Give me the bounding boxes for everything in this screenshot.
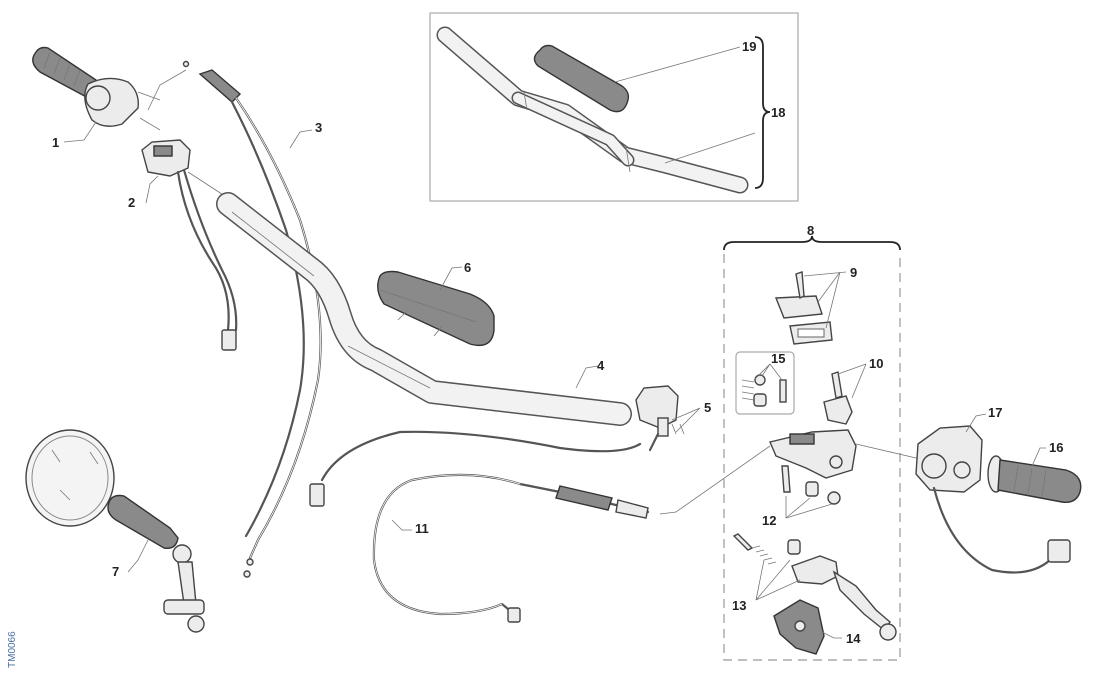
lever-cover (773, 599, 825, 655)
master-cylinder-group: 8 9 15 10 (723, 223, 931, 661)
leader-10 (837, 363, 867, 399)
clutch-cable (372, 445, 771, 623)
leader-15 (753, 363, 783, 381)
callout-15: 15 (771, 351, 785, 366)
callout-12: 12 (762, 513, 776, 528)
figure-reference: TM0066 (7, 631, 18, 668)
assembly-guide-2 (139, 117, 229, 199)
leader-16 (1031, 447, 1046, 467)
callout-3: 3 (315, 120, 322, 135)
group-8-boundary (723, 254, 901, 661)
leader-6 (439, 266, 463, 291)
inset-handlebar-assembly: 19 18 (429, 12, 799, 202)
leader-7 (127, 539, 149, 573)
callout-2: 2 (128, 195, 135, 210)
throttle-cable (147, 60, 322, 578)
callout-8: 8 (807, 223, 814, 238)
valve-kit (741, 374, 787, 407)
leader-11 (391, 519, 412, 531)
callout-13: 13 (732, 598, 746, 613)
reservoir-cap (774, 271, 833, 345)
inset-grip (533, 44, 630, 113)
leader-12 (785, 496, 833, 519)
callout-18: 18 (771, 105, 785, 120)
leader-4 (575, 365, 599, 389)
master-cylinder-clamp (823, 371, 853, 425)
main-handlebar (216, 192, 632, 426)
callout-9: 9 (850, 265, 857, 280)
leader-17 (965, 413, 987, 433)
leader-3 (289, 129, 313, 149)
callout-1: 1 (52, 135, 59, 150)
leader-9 (803, 271, 847, 329)
left-switch-housing (141, 139, 238, 351)
pivot-hardware (781, 465, 841, 505)
inset-15 (735, 351, 795, 415)
master-cylinder-body (769, 429, 931, 479)
throttle-grip-assembly (32, 46, 161, 127)
inset-handlebar (436, 26, 749, 194)
leader-2 (145, 175, 159, 204)
mirror-assembly (25, 429, 205, 633)
leader-14 (821, 631, 842, 639)
callout-7: 7 (112, 564, 119, 579)
leader-18 (664, 132, 756, 164)
leader-19 (614, 46, 741, 83)
callout-14: 14 (846, 631, 861, 646)
callout-4: 4 (597, 358, 605, 373)
callout-5: 5 (704, 400, 711, 415)
right-grip (987, 455, 1082, 503)
callout-10: 10 (869, 356, 883, 371)
handlebar-pad (377, 270, 495, 347)
callout-17: 17 (988, 405, 1002, 420)
callout-16: 16 (1049, 440, 1063, 455)
brace-8 (723, 235, 901, 251)
callout-19: 19 (742, 39, 756, 54)
callout-11: 11 (415, 521, 429, 536)
inset-frame (429, 12, 799, 202)
leader-1 (63, 121, 97, 143)
leader-13 (755, 559, 801, 601)
right-switch-housing (915, 425, 1071, 574)
brake-lever (732, 533, 897, 641)
brace-18 (754, 36, 771, 189)
callout-6: 6 (464, 260, 471, 275)
lever-clamp (309, 385, 685, 507)
leader-5 (671, 407, 701, 433)
